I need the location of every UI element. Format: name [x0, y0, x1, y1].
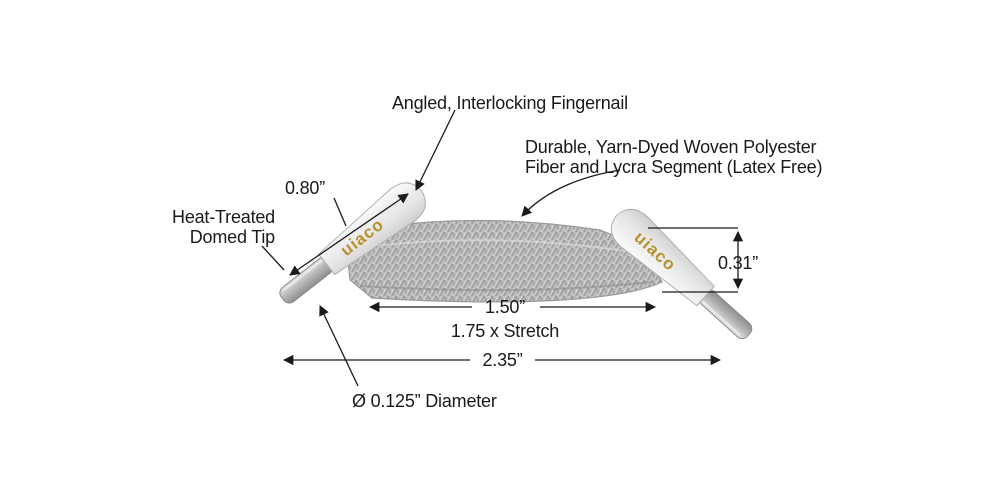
- diameter-label: Ø 0.125” Diameter: [352, 391, 497, 411]
- tip-leader: [261, 245, 285, 271]
- fingernail-leader: [415, 109, 456, 191]
- clip-length-line: [289, 193, 409, 276]
- total-length-label: 2.35”: [482, 350, 523, 370]
- segment-length-label: 1.50”: [484, 297, 526, 317]
- clip-length-label: 0.80”: [285, 178, 326, 198]
- material-leader: [521, 169, 621, 217]
- diameter-leader: [319, 305, 359, 387]
- material-label-line2: Fiber and Lycra Segment (Latex Free): [525, 157, 823, 177]
- woven-cord: [344, 219, 663, 303]
- tip-label-line2: Domed Tip: [189, 227, 275, 247]
- tip-label-line1: Heat-Treated: [172, 207, 275, 227]
- fingernail-label: Angled, Interlocking Fingernail: [392, 93, 628, 113]
- material-label-line1: Durable, Yarn-Dyed Woven Polyester: [525, 137, 817, 157]
- clip-length-leader: [333, 197, 347, 227]
- dimension-lines: [261, 109, 744, 387]
- stretch-label: 1.75 x Stretch: [450, 321, 560, 341]
- height-label: 0.31”: [718, 253, 759, 273]
- right-tip: uiaco: [610, 208, 753, 340]
